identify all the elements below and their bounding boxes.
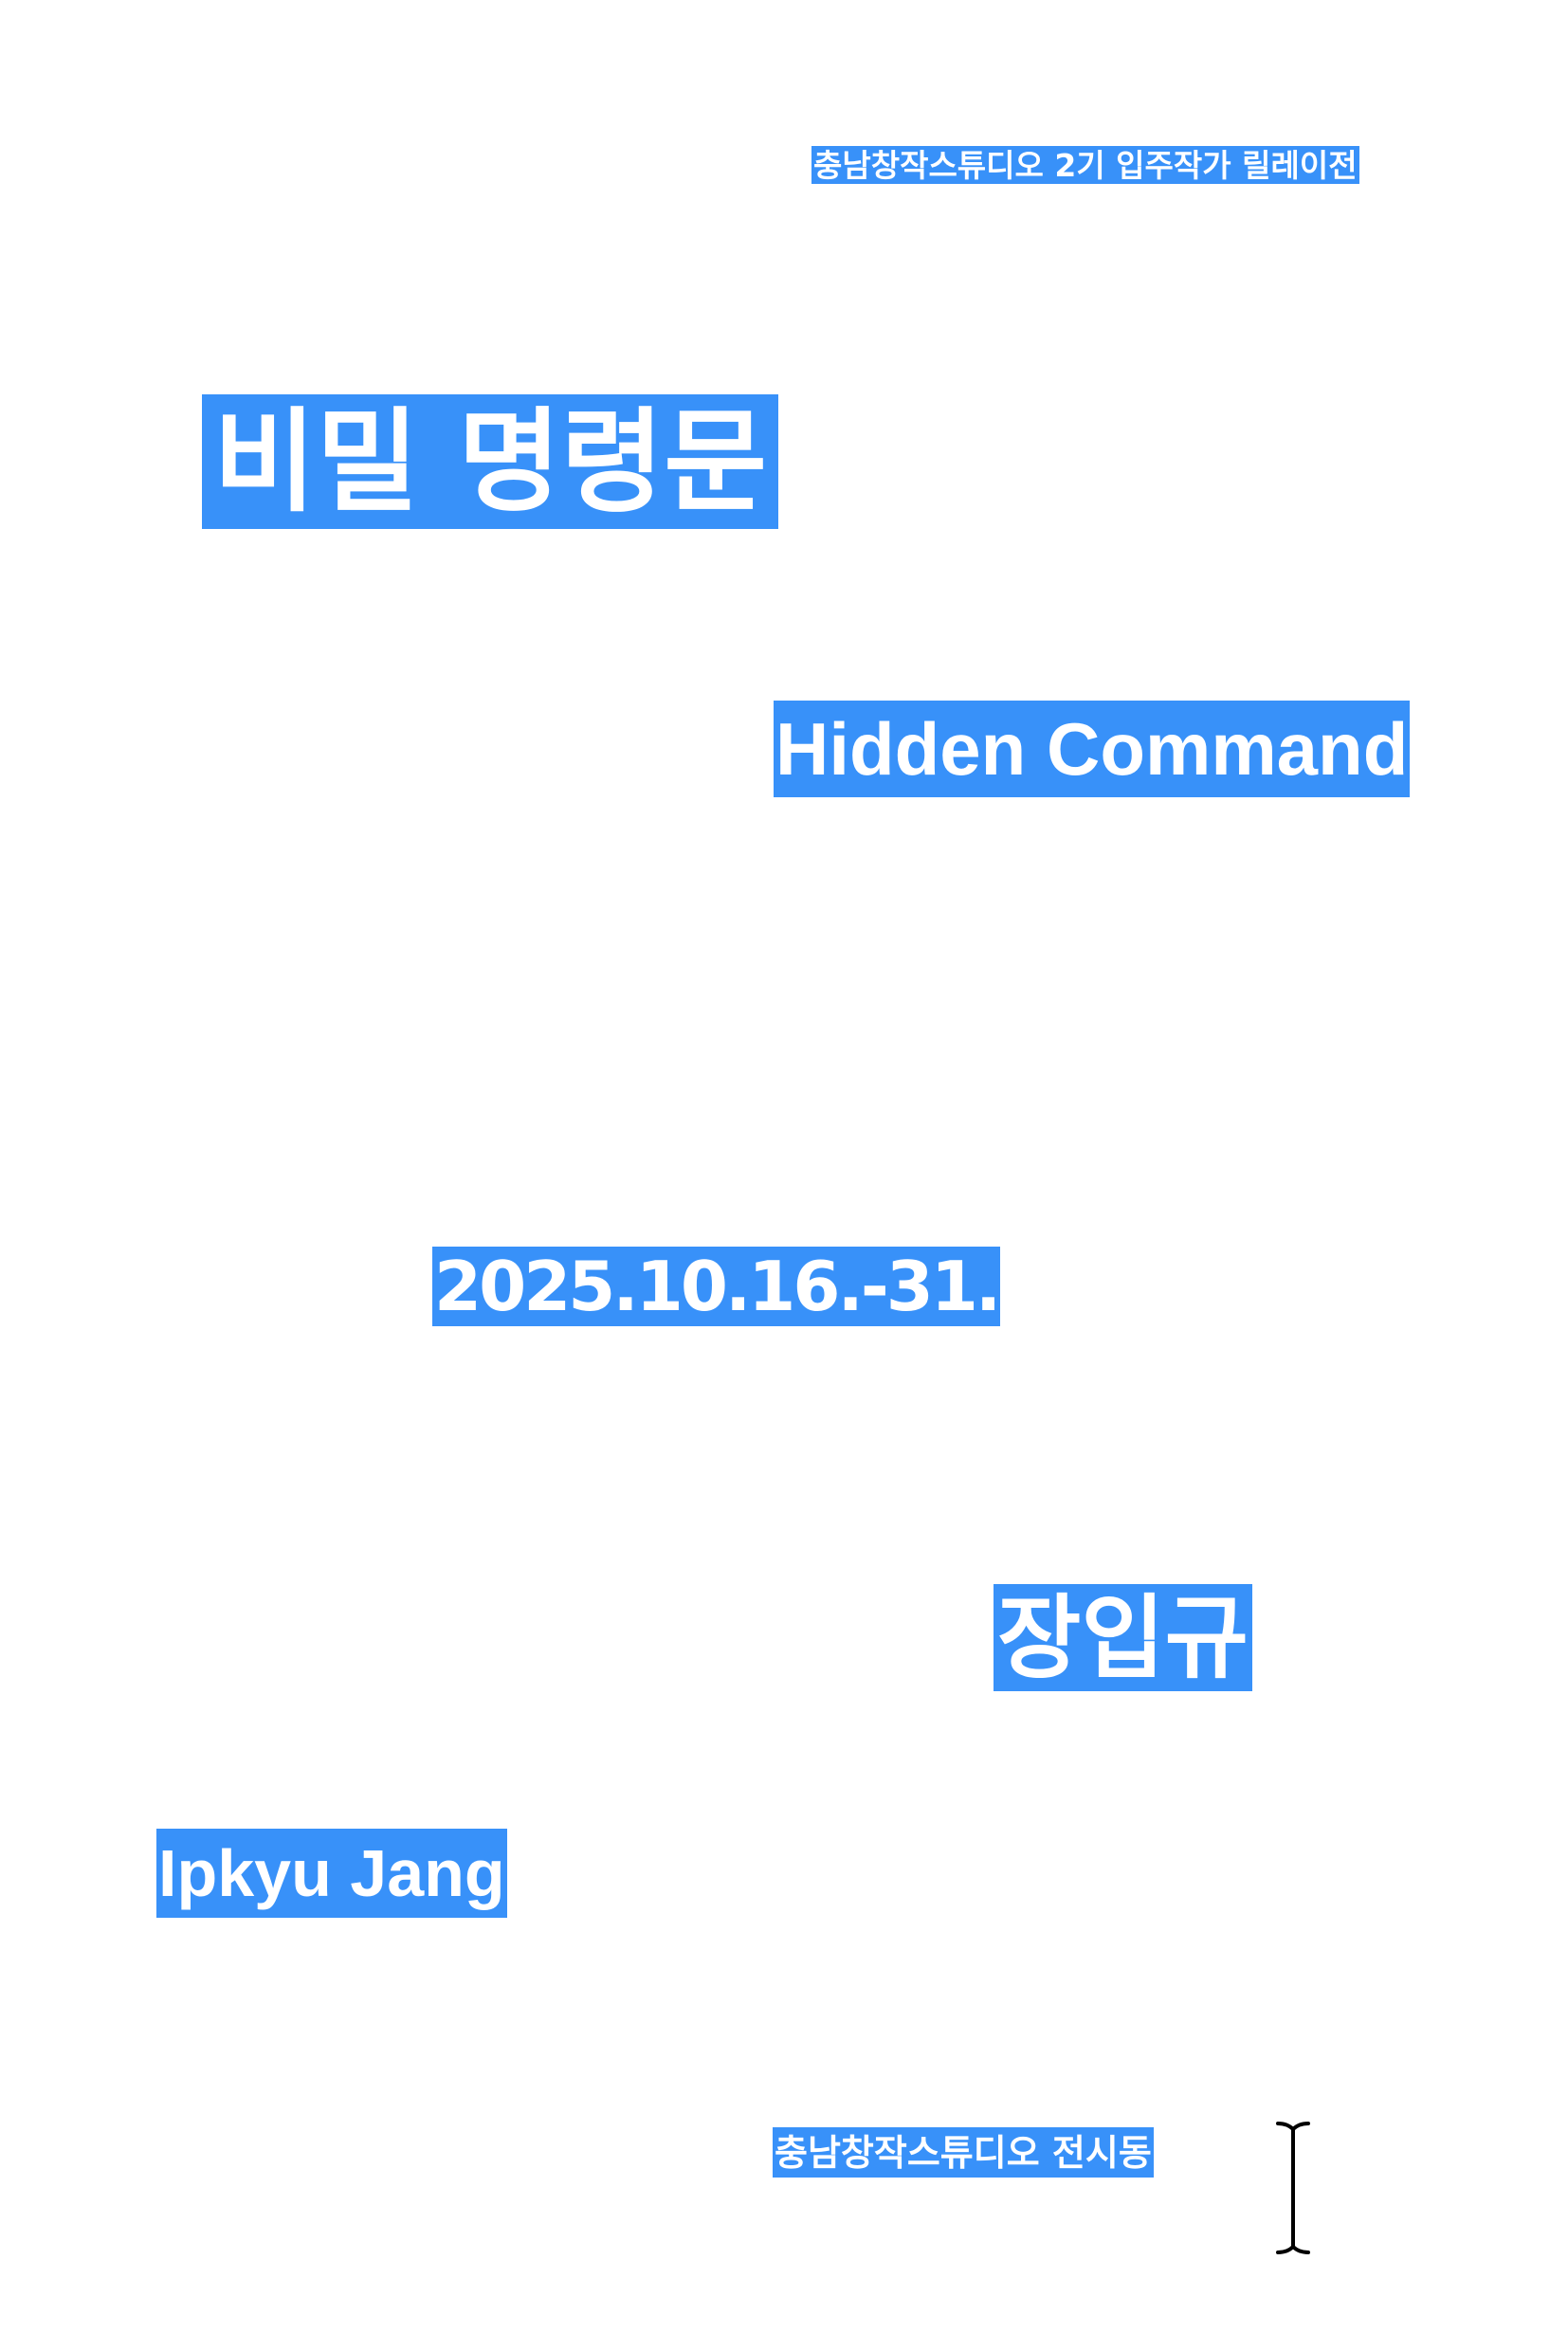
exhibition-title-english: Hidden Command [774, 701, 1411, 797]
i-beam-text-cursor-icon [1276, 2122, 1310, 2254]
artist-name-english: Ipkyu Jang [156, 1829, 507, 1918]
artist-name-korean: 장입규 [994, 1584, 1252, 1691]
exhibition-title-korean: 비밀 명령문 [202, 394, 778, 529]
exhibition-series-subtitle: 충남창작스튜디오 2기 입주작가 릴레이전 [811, 146, 1359, 184]
exhibition-venue: 충남창작스튜디오 전시동 [773, 2127, 1154, 2178]
exhibition-dates: 2025.10.16.-31. [432, 1247, 1001, 1326]
